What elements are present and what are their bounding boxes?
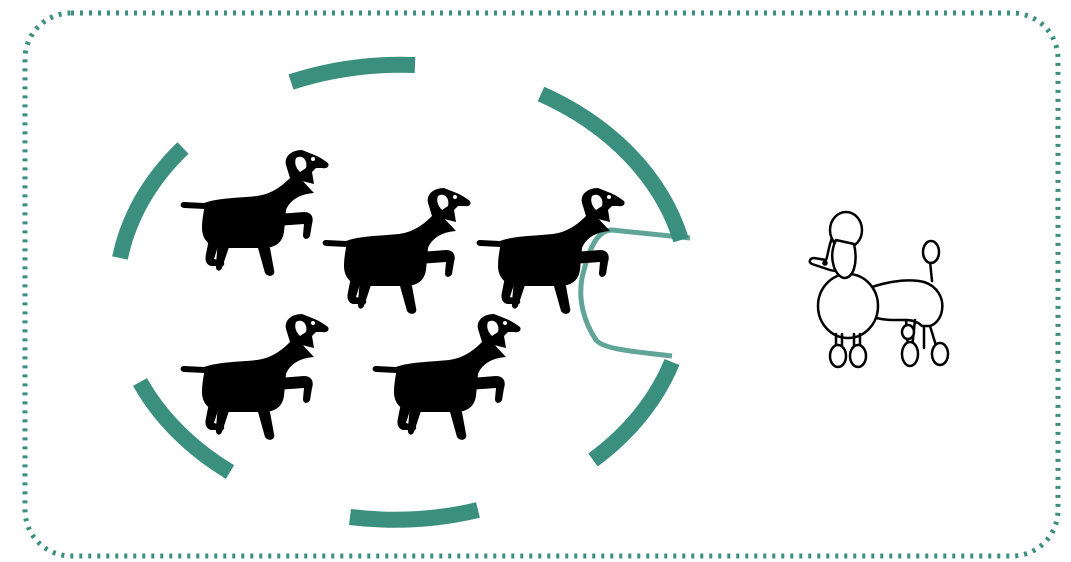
- circle-arc-bottom-right: [588, 358, 680, 467]
- circle-arc-top-right: [537, 86, 689, 243]
- circle-arc-bottom-left: [133, 378, 235, 479]
- group-circle: [112, 56, 689, 528]
- dog-silhouette-icon: [372, 314, 521, 440]
- dog-silhouette-icon: [322, 188, 471, 314]
- circle-arc-top: [288, 56, 416, 90]
- circle-notch: [578, 227, 691, 359]
- dog-silhouette-icon: [476, 188, 625, 314]
- boundary-frame: [22, 10, 1061, 559]
- circle-arc-bottom: [349, 502, 480, 528]
- dog-silhouette-icon: [180, 314, 329, 440]
- dog-silhouette-icon: [180, 150, 329, 276]
- circle-arc-top-left: [112, 142, 189, 260]
- poodle-outline-icon: [808, 210, 950, 369]
